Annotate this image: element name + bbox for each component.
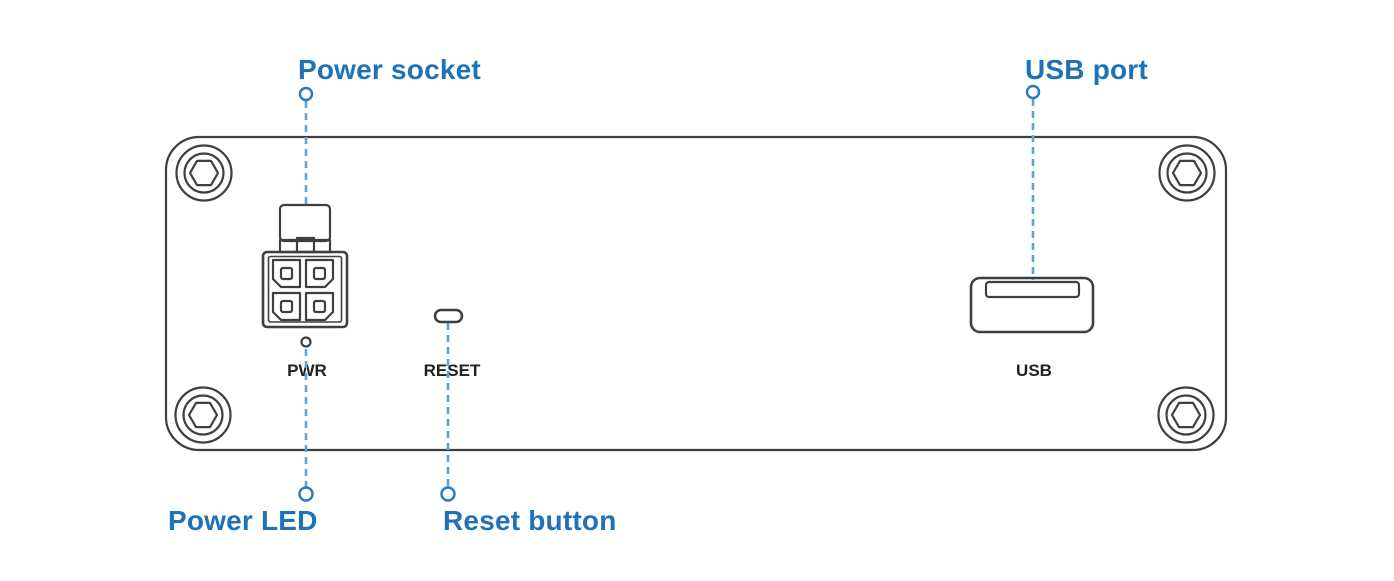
panel-label-reset: RESET [423,361,481,380]
callout-power-led: Power LED [168,505,318,536]
panel-label-usb: USB [1016,361,1052,380]
leader-node-reset-button [440,486,456,502]
callout-reset-button: Reset button [443,505,617,536]
panel-label-pwr: PWR [287,361,327,380]
corner-screw-icon [1157,386,1215,444]
usb-port-icon [969,276,1095,334]
callout-usb-port: USB port [1025,54,1148,85]
leader-node-usb-port [1025,84,1041,100]
leader-node-power-led [298,486,314,502]
device-outline [164,135,1228,452]
leader-node-power-socket [298,86,314,102]
corner-screw-icon [1158,144,1216,202]
reset-pinhole-icon [433,308,464,324]
power-led-icon [300,336,312,348]
corner-screw-icon [174,386,232,444]
callout-power-socket: Power socket [298,54,481,85]
power-socket-connector-icon [261,203,349,329]
corner-screw-icon [175,144,233,202]
